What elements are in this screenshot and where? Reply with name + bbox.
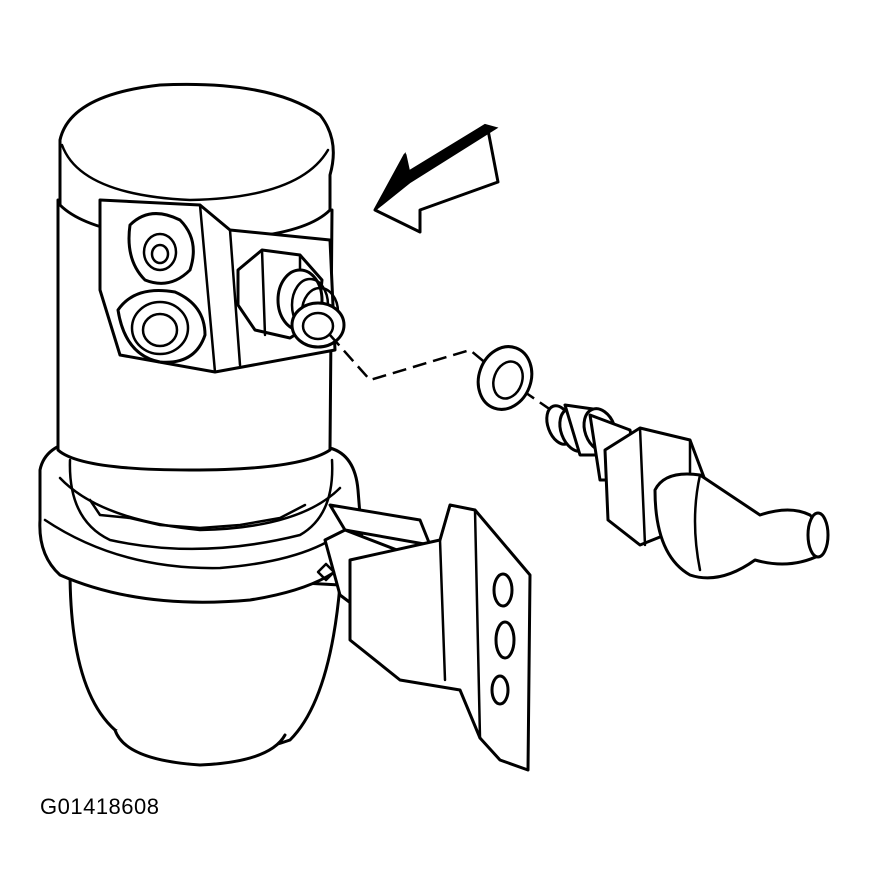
figure-id-label: G01418608 — [40, 794, 160, 819]
o-ring-seal — [476, 345, 534, 411]
pipe-fitting — [545, 403, 830, 580]
pointer-arrow — [373, 123, 500, 234]
canister-bottom — [68, 568, 342, 767]
mounting-bracket — [348, 503, 532, 772]
bracket-slot-3 — [490, 674, 510, 706]
outlet-fitting — [236, 248, 346, 349]
alignment-line — [329, 334, 581, 432]
bracket-slot-1 — [492, 572, 514, 608]
bracket-slot-2 — [494, 620, 516, 660]
lower-port — [116, 288, 207, 364]
upper-port — [127, 212, 195, 285]
